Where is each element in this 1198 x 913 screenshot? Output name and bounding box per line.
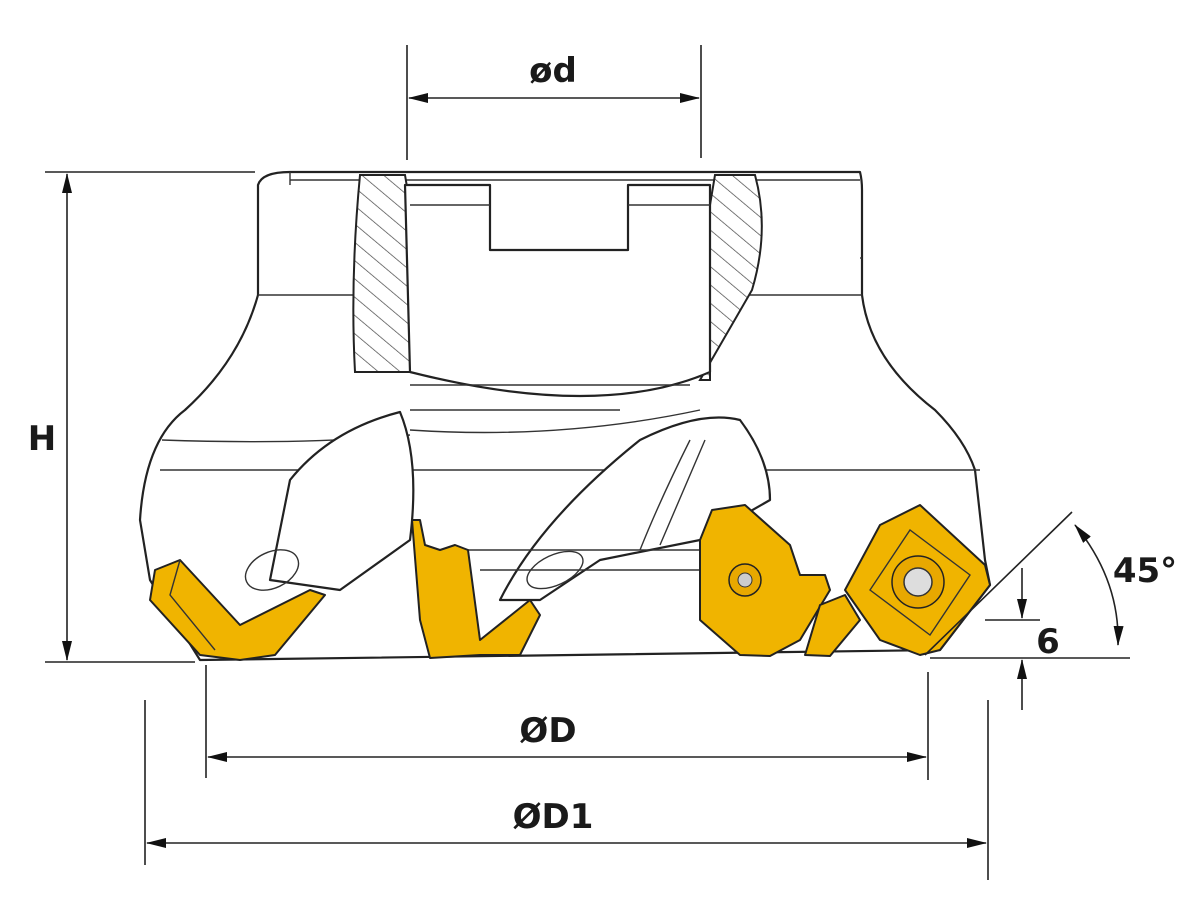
height-label: H: [28, 419, 56, 459]
cutting-diameter-label: ØD: [519, 711, 576, 751]
dimension-bore-diameter: ød: [406, 45, 702, 160]
insert-4: [844, 504, 991, 656]
dimension-height: H: [28, 171, 255, 663]
lead-angle-label: 45°: [1113, 551, 1177, 591]
dimension-outer-diameter: ØD1: [144, 700, 989, 880]
outer-diameter-label: ØD1: [513, 797, 594, 837]
insert-2: [411, 519, 541, 659]
dimension-cutting-diameter: ØD: [205, 665, 929, 780]
bore-keyway: [403, 183, 712, 398]
cutter-body: [138, 170, 992, 662]
depth-of-cut-label: 6: [1036, 622, 1060, 662]
insert-3: [699, 504, 861, 657]
section-right: [698, 174, 763, 381]
dimension-lead-angle: 45°: [924, 511, 1177, 659]
insert-1: [149, 559, 326, 661]
dimension-depth-of-cut: 6: [985, 568, 1060, 710]
section-left: [352, 174, 411, 373]
bore-diameter-label: ød: [529, 51, 577, 91]
